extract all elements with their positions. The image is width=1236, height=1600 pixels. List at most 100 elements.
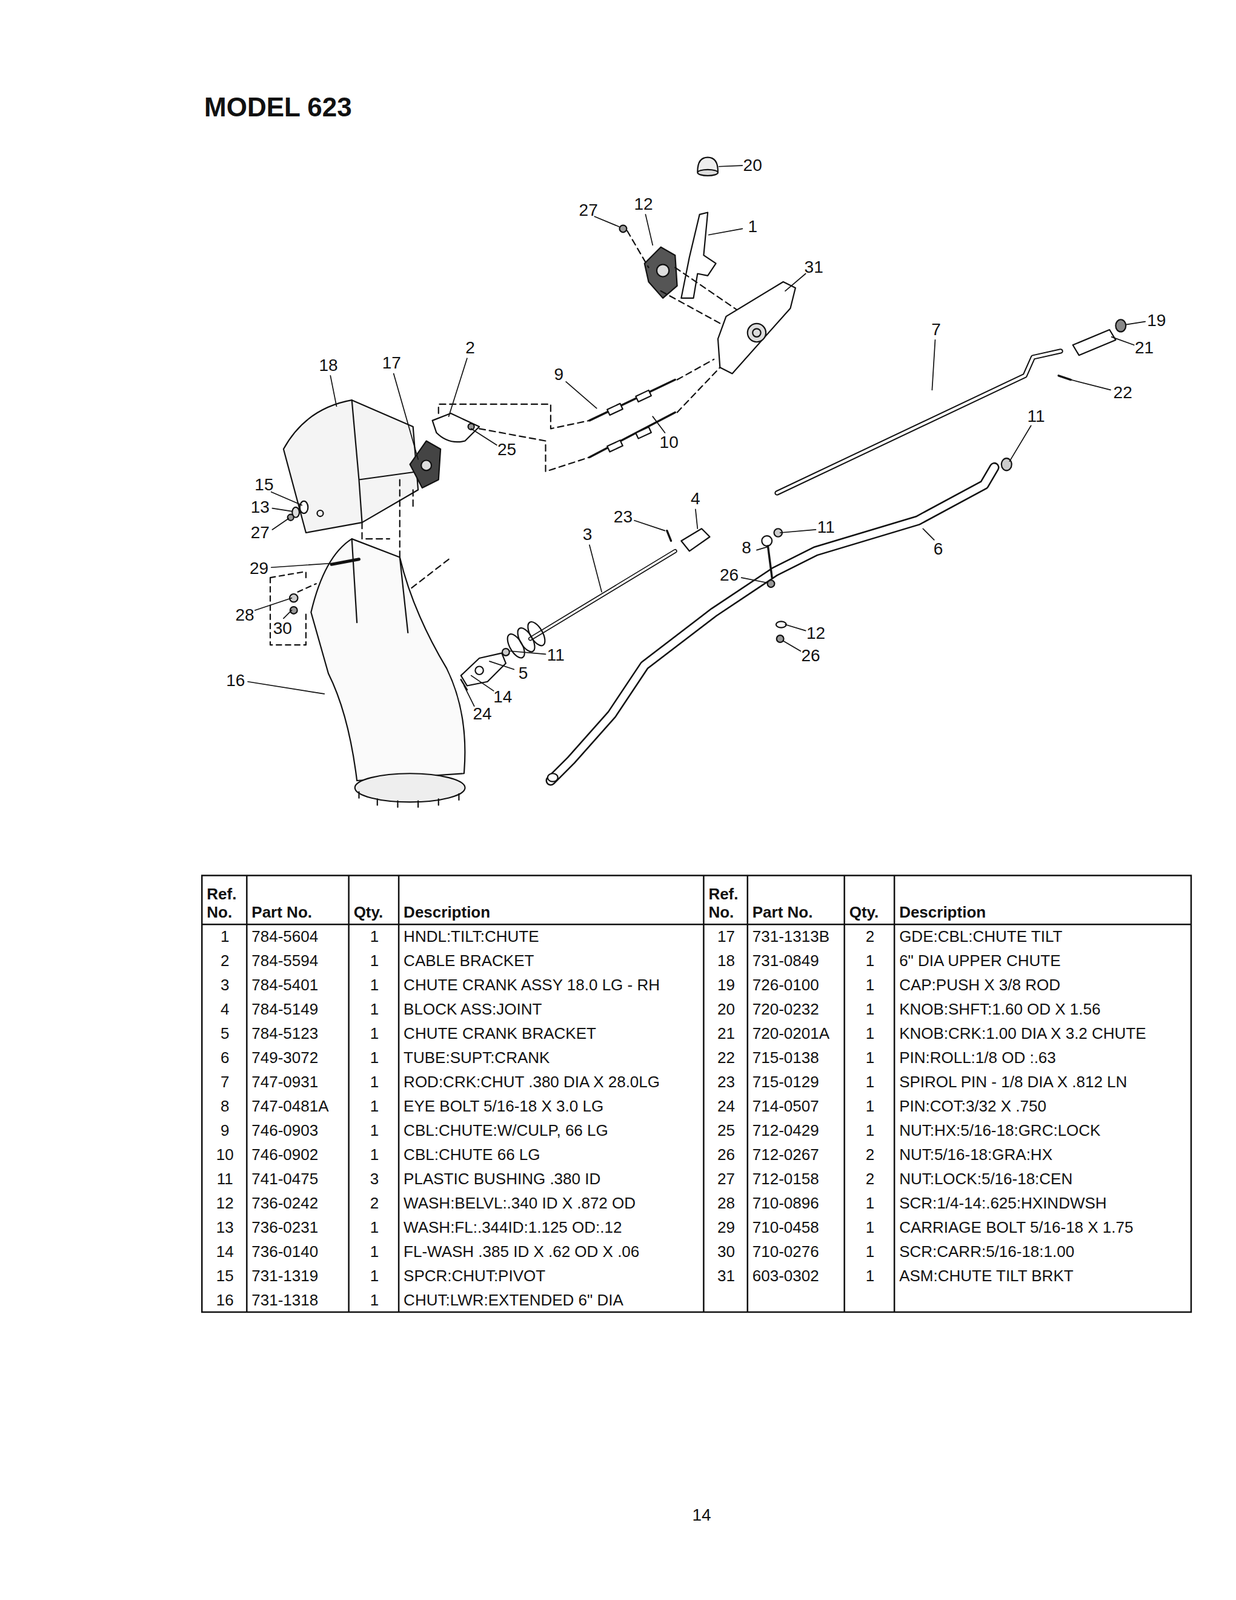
table-header: Ref. No. <box>703 874 748 924</box>
table-cell: CAP:PUSH X 3/8 ROD <box>894 972 1192 997</box>
table-cell: PIN:COT:3/32 X .750 <box>894 1093 1192 1118</box>
table-cell: 1 <box>844 1214 895 1240</box>
table-cell: WASH:BELVL:.340 ID X .872 OD <box>398 1190 704 1215</box>
table-cell: 726-0100 <box>747 972 845 997</box>
table-cell: 1 <box>844 972 895 997</box>
table-cell: 31 <box>703 1263 748 1288</box>
table-cell: 712-0158 <box>747 1166 845 1191</box>
table-cell: CHUTE CRANK ASSY 18.0 LG - RH <box>398 972 704 997</box>
table-cell: 1 <box>844 948 895 973</box>
table-cell: NUT:5/16-18:GRA:HX <box>894 1142 1192 1167</box>
table-cell: 1 <box>348 948 399 973</box>
table-cell: 15 <box>201 1263 247 1288</box>
callout-number: 11 <box>1017 405 1055 428</box>
callout-number: 29 <box>241 557 278 580</box>
table-cell: CBL:CHUTE:W/CULP, 66 LG <box>398 1117 704 1143</box>
table-cell: 710-0896 <box>747 1190 845 1215</box>
table-cell: 1 <box>844 1020 895 1046</box>
page-number: 14 <box>677 1503 726 1526</box>
table-cell: 1 <box>844 1069 895 1094</box>
table-cell: 746-0902 <box>246 1142 349 1167</box>
table-cell: 1 <box>348 1020 399 1046</box>
table-cell: 1 <box>348 996 399 1021</box>
table-cell: 28 <box>703 1190 748 1215</box>
parts-table-grid <box>201 875 1192 1312</box>
table-cell: 16 <box>201 1287 247 1312</box>
callout-number: 13 <box>241 496 279 519</box>
table-cell: 17 <box>703 923 748 949</box>
table-cell: 1 <box>844 1190 895 1215</box>
table-cell: 26 <box>703 1142 748 1167</box>
table-cell: 14 <box>201 1239 247 1264</box>
callout-number: 5 <box>504 662 542 685</box>
table-cell: 13 <box>201 1214 247 1240</box>
callout-number: 19 <box>1138 309 1175 332</box>
table-cell: 21 <box>703 1020 748 1046</box>
table-cell: 1 <box>348 1045 399 1070</box>
table-cell: 1 <box>348 1069 399 1094</box>
table-cell: 8 <box>201 1093 247 1118</box>
callout-number: 15 <box>245 473 283 496</box>
callout-number: 23 <box>604 505 642 528</box>
table-header: Qty. <box>348 874 399 924</box>
table-cell: 715-0129 <box>747 1069 845 1094</box>
callout-number: 1 <box>734 215 771 238</box>
table-cell: 7 <box>201 1069 247 1094</box>
callout-number: 8 <box>728 536 765 559</box>
table-cell: 4 <box>201 996 247 1021</box>
table-cell: 784-5594 <box>246 948 349 973</box>
table-cell: 749-3072 <box>246 1045 349 1070</box>
table-cell: 29 <box>703 1214 748 1240</box>
table-cell: 3 <box>201 972 247 997</box>
table-cell: 2 <box>844 1142 895 1167</box>
table-cell: PIN:ROLL:1/8 OD :.63 <box>894 1045 1192 1070</box>
table-cell: 784-5604 <box>246 923 349 949</box>
table-cell: 18 <box>703 948 748 973</box>
table-cell: NUT:HX:5/16-18:GRC:LOCK <box>894 1117 1192 1143</box>
table-cell: 1 <box>844 1093 895 1118</box>
table-cell: 2 <box>844 1166 895 1191</box>
table-header: Part No. <box>246 874 349 924</box>
table-cell: 731-1313B <box>747 923 845 949</box>
table-cell: CHUTE CRANK BRACKET <box>398 1020 704 1046</box>
table-cell: 1 <box>348 1239 399 1264</box>
callout-number: 12 <box>797 622 835 645</box>
table-cell: 747-0481A <box>246 1093 349 1118</box>
table-cell: WASH:FL:.344ID:1.125 OD:.12 <box>398 1214 704 1240</box>
table-cell: KNOB:CRK:1.00 DIA X 3.2 CHUTE <box>894 1020 1192 1046</box>
table-cell: 731-1319 <box>246 1263 349 1288</box>
table-cell: 3 <box>348 1166 399 1191</box>
table-cell: 784-5123 <box>246 1020 349 1046</box>
table-cell: 731-1318 <box>246 1287 349 1312</box>
callout-number: 18 <box>310 354 347 377</box>
table-cell: 24 <box>703 1093 748 1118</box>
table-cell: 720-0232 <box>747 996 845 1021</box>
table-cell: 2 <box>348 1190 399 1215</box>
table-cell: 30 <box>703 1239 748 1264</box>
table-cell: KNOB:SHFT:1.60 OD X 1.56 <box>894 996 1192 1021</box>
callout-number: 2 <box>451 336 489 359</box>
model-title: MODEL 623 <box>204 92 353 123</box>
table-cell: 710-0458 <box>747 1214 845 1240</box>
callout-number: 14 <box>484 685 522 708</box>
table-cell: 736-0140 <box>246 1239 349 1264</box>
table-cell: FL-WASH .385 ID X .62 OD X .06 <box>398 1239 704 1264</box>
table-cell: 1 <box>844 1263 895 1288</box>
table-cell: 2 <box>201 948 247 973</box>
table-cell: 1 <box>348 1093 399 1118</box>
callout-number: 9 <box>540 363 577 386</box>
table-cell: 5 <box>201 1020 247 1046</box>
table-cell: 19 <box>703 972 748 997</box>
table-cell: 1 <box>844 996 895 1021</box>
callout-number: 11 <box>807 516 844 539</box>
table-cell: SPIROL PIN - 1/8 DIA X .812 LN <box>894 1069 1192 1094</box>
table-cell: 784-5149 <box>246 996 349 1021</box>
callout-number: 6 <box>920 538 957 560</box>
table-cell: ASM:CHUTE TILT BRKT <box>894 1263 1192 1288</box>
table-cell: 10 <box>201 1142 247 1167</box>
table-cell: CARRIAGE BOLT 5/16-18 X 1.75 <box>894 1214 1192 1240</box>
table-cell: 710-0276 <box>747 1239 845 1264</box>
table-cell: 603-0302 <box>747 1263 845 1288</box>
table-cell: 736-0242 <box>246 1190 349 1215</box>
